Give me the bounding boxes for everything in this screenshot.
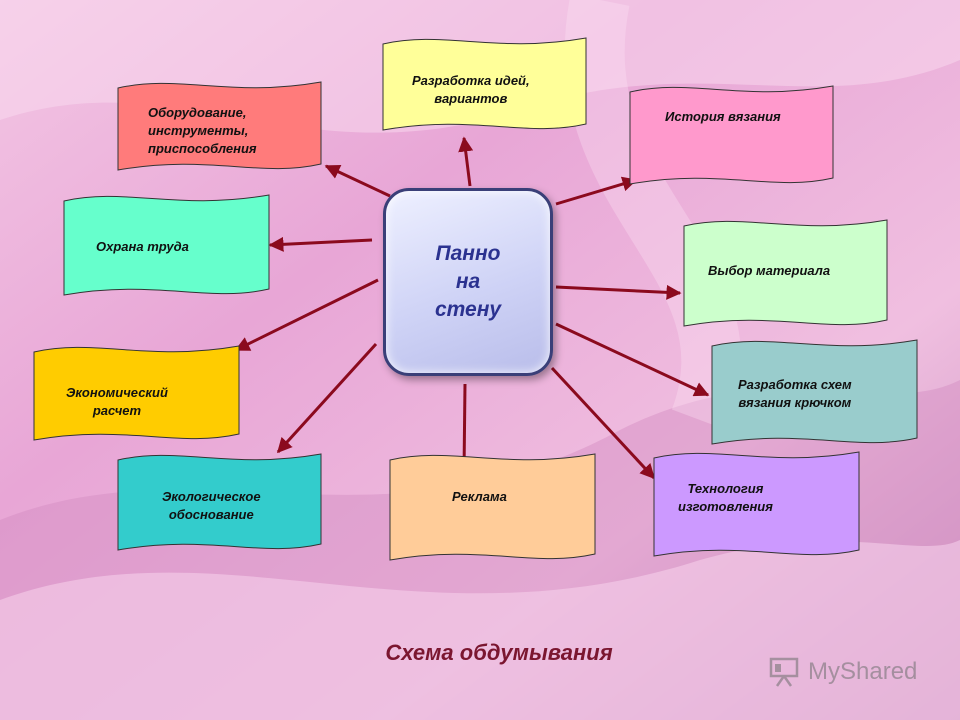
banner-ecology: [117, 453, 322, 551]
banner-label-schemes: Разработка схем вязания крючком: [738, 377, 852, 410]
presentation-board-icon: [769, 657, 799, 687]
arrow-to-ideas: [458, 136, 474, 187]
arrow-to-history: [555, 176, 638, 206]
banner-equipment: [117, 81, 322, 171]
banner-advertising: [389, 453, 596, 561]
arrow-to-safety: [268, 236, 373, 252]
banner-label-advertising: Реклама: [452, 489, 507, 504]
banner-label-economic: Экономический расчет: [66, 385, 168, 418]
arrow-to-schemes: [555, 322, 710, 397]
arrow-to-ecology: [276, 342, 378, 454]
banner-ideas: [382, 37, 587, 131]
arrow-to-equipment: [324, 164, 391, 198]
banner-label-ideas: Разработка идей, вариантов: [412, 73, 530, 106]
banner-technology: [653, 451, 860, 557]
watermark: MyShared: [768, 656, 917, 688]
arrow-to-material: [555, 284, 682, 300]
banner-label-history: История вязания: [665, 109, 781, 124]
watermark-text: MyShared: [808, 658, 918, 685]
banner-label-material: Выбор материала: [708, 263, 831, 278]
banner-economic: [33, 345, 240, 441]
banner-label-safety: Охрана труда: [96, 239, 189, 254]
diagram-caption: Схема обдумывания: [385, 640, 613, 665]
arrow-to-economic: [234, 278, 379, 352]
banner-label-technology: Технология изготовления: [678, 481, 773, 514]
arrow-to-technology: [550, 366, 656, 480]
banner-label-ecology: Экологическое обоснование: [162, 489, 261, 522]
banner-schemes: [711, 339, 918, 445]
banner-material: [683, 219, 888, 327]
central-topic: Панно на стену: [383, 188, 553, 376]
banner-history: [629, 85, 834, 185]
central-topic-label: Панно на стену: [434, 242, 502, 321]
banner-label-equipment: Оборудование, инструменты, приспособлени…: [148, 105, 257, 156]
banner-safety: [63, 194, 270, 296]
